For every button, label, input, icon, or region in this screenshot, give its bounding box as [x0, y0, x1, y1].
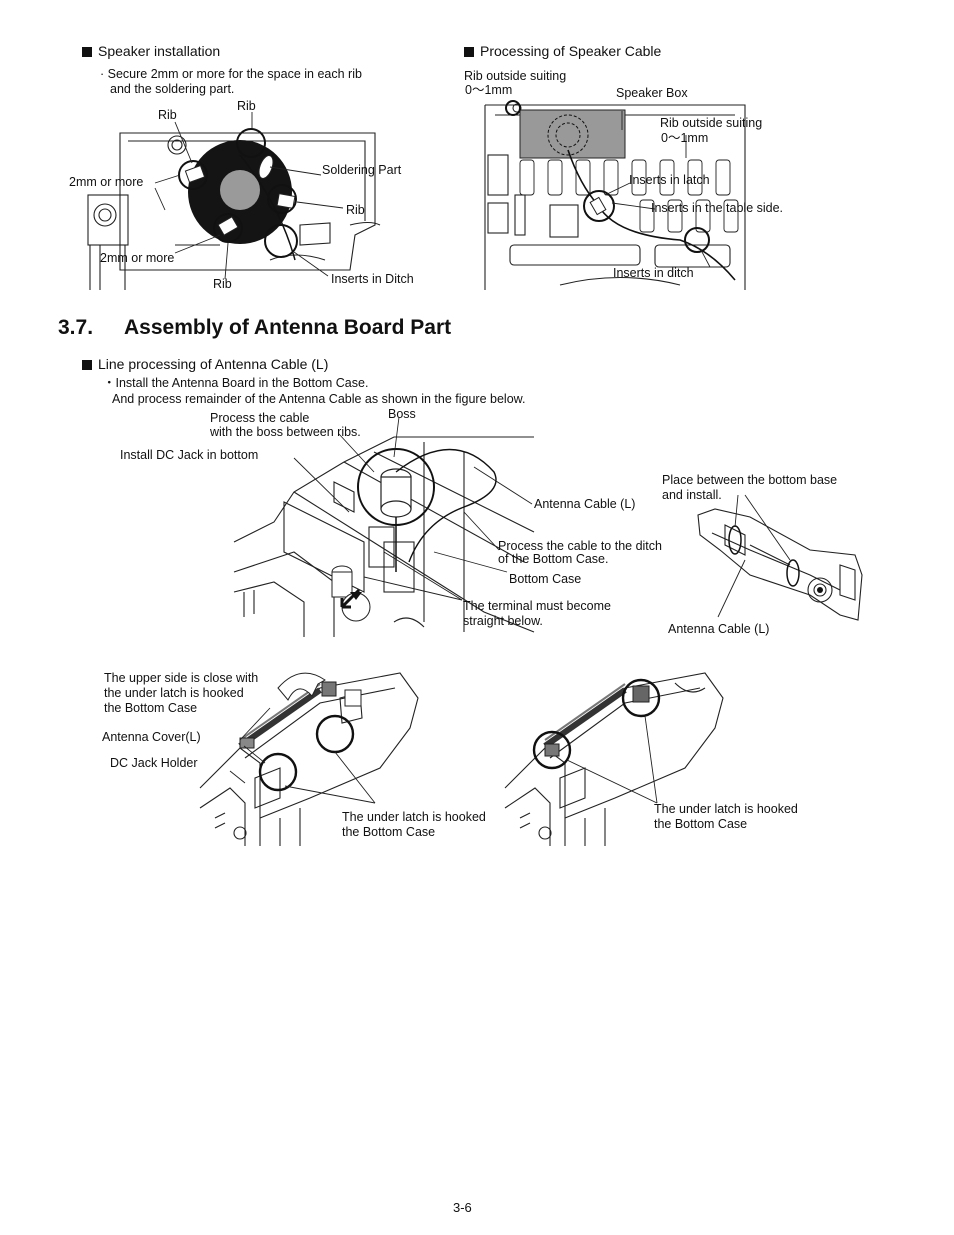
gap-label-top: 2mm or more: [69, 175, 144, 189]
boss-label: Boss: [388, 407, 416, 421]
speaker-note-line1: · Secure 2mm or more for the space in ea…: [100, 67, 362, 81]
antenna-cover-right-figure: [504, 672, 724, 846]
upper-side-label-3: the Bottom Case: [104, 701, 198, 715]
antenna-cable-header: Line processing of Antenna Cable (L): [82, 356, 328, 373]
under-latch-label-1a: The under latch is hooked: [342, 810, 486, 824]
rib-label-right: Rib: [346, 203, 365, 217]
section-title: Assembly of Antenna Board Part: [124, 316, 452, 339]
speaker-cable-header: Processing of Speaker Cable: [464, 43, 661, 60]
inserts-in-ditch-label: Inserts in Ditch: [331, 272, 414, 286]
inserts-in-table-side-label: Inserts in the table side.: [651, 201, 784, 215]
upper-side-label-1: The upper side is close with: [104, 671, 259, 685]
place-between-label-2: and install.: [662, 488, 722, 502]
rib-label-left: Rib: [158, 108, 177, 122]
speaker-installation-header: Speaker installation: [82, 43, 220, 60]
speaker-note-line2: and the soldering part.: [110, 82, 235, 96]
rib-label-top: Rib: [237, 99, 256, 113]
under-latch-label-2a: The under latch is hooked: [654, 802, 798, 816]
rib-gap-label-1: 0〜1mm: [465, 83, 513, 97]
soldering-part-label: Soldering Part: [322, 163, 402, 177]
bottom-case-label: Bottom Case: [509, 572, 582, 586]
square-bullet-icon: [82, 47, 92, 57]
rib-outside-suiting-label-2: Rib outside suiting: [660, 116, 763, 130]
page-number: 3-6: [453, 1200, 472, 1215]
antenna-cable-label: Antenna Cable (L): [534, 497, 636, 511]
section-number: 3.7.: [58, 316, 94, 339]
process-ditch-label-1: Process the cable to the ditch: [498, 539, 662, 553]
antenna-cover-left-figure: [199, 672, 419, 846]
install-dc-jack-label: Install DC Jack in bottom: [120, 448, 259, 462]
square-bullet-icon: [464, 47, 474, 57]
dc-jack-holder-label: DC Jack Holder: [110, 756, 198, 770]
antenna-cover-label: Antenna Cover(L): [102, 730, 201, 744]
upper-side-label-2: the under latch is hooked: [104, 686, 244, 700]
rib-gap-label-2: 0〜1mm: [661, 131, 709, 145]
rib-label-bottom: Rib: [213, 277, 232, 291]
inserts-in-latch-label: Inserts in latch: [629, 173, 710, 187]
process-cable-label-1: Process the cable: [210, 411, 310, 425]
speaker-box-label: Speaker Box: [616, 86, 688, 100]
square-bullet-icon: [82, 360, 92, 370]
speaker-cable-figure: [484, 100, 746, 290]
terminal-straight-label-1: The terminal must become: [463, 599, 611, 613]
antenna-side-figure: [697, 494, 863, 621]
process-ditch-label-2: of the Bottom Case.: [498, 552, 609, 566]
antenna-installation-figure: [233, 416, 535, 637]
speaker-installation-figure: [87, 112, 381, 290]
process-cable-label-2: with the boss between ribs.: [210, 425, 361, 439]
antenna-cable-side-label: Antenna Cable (L): [668, 622, 770, 636]
under-latch-label-2b: the Bottom Case: [654, 817, 748, 831]
terminal-straight-label-2: straight below.: [463, 614, 543, 628]
under-latch-label-1b: the Bottom Case: [342, 825, 436, 839]
rib-outside-suiting-label-1: Rib outside suiting: [464, 69, 567, 83]
antenna-note-line1: ・Install the Antenna Board in the Bottom…: [103, 376, 369, 390]
antenna-note-line2: And process remainder of the Antenna Cab…: [112, 392, 526, 406]
inserts-in-ditch-cable-label: Inserts in ditch: [613, 266, 694, 280]
place-between-label-1: Place between the bottom base: [662, 473, 838, 487]
gap-label-bottom: 2mm or more: [100, 251, 175, 265]
